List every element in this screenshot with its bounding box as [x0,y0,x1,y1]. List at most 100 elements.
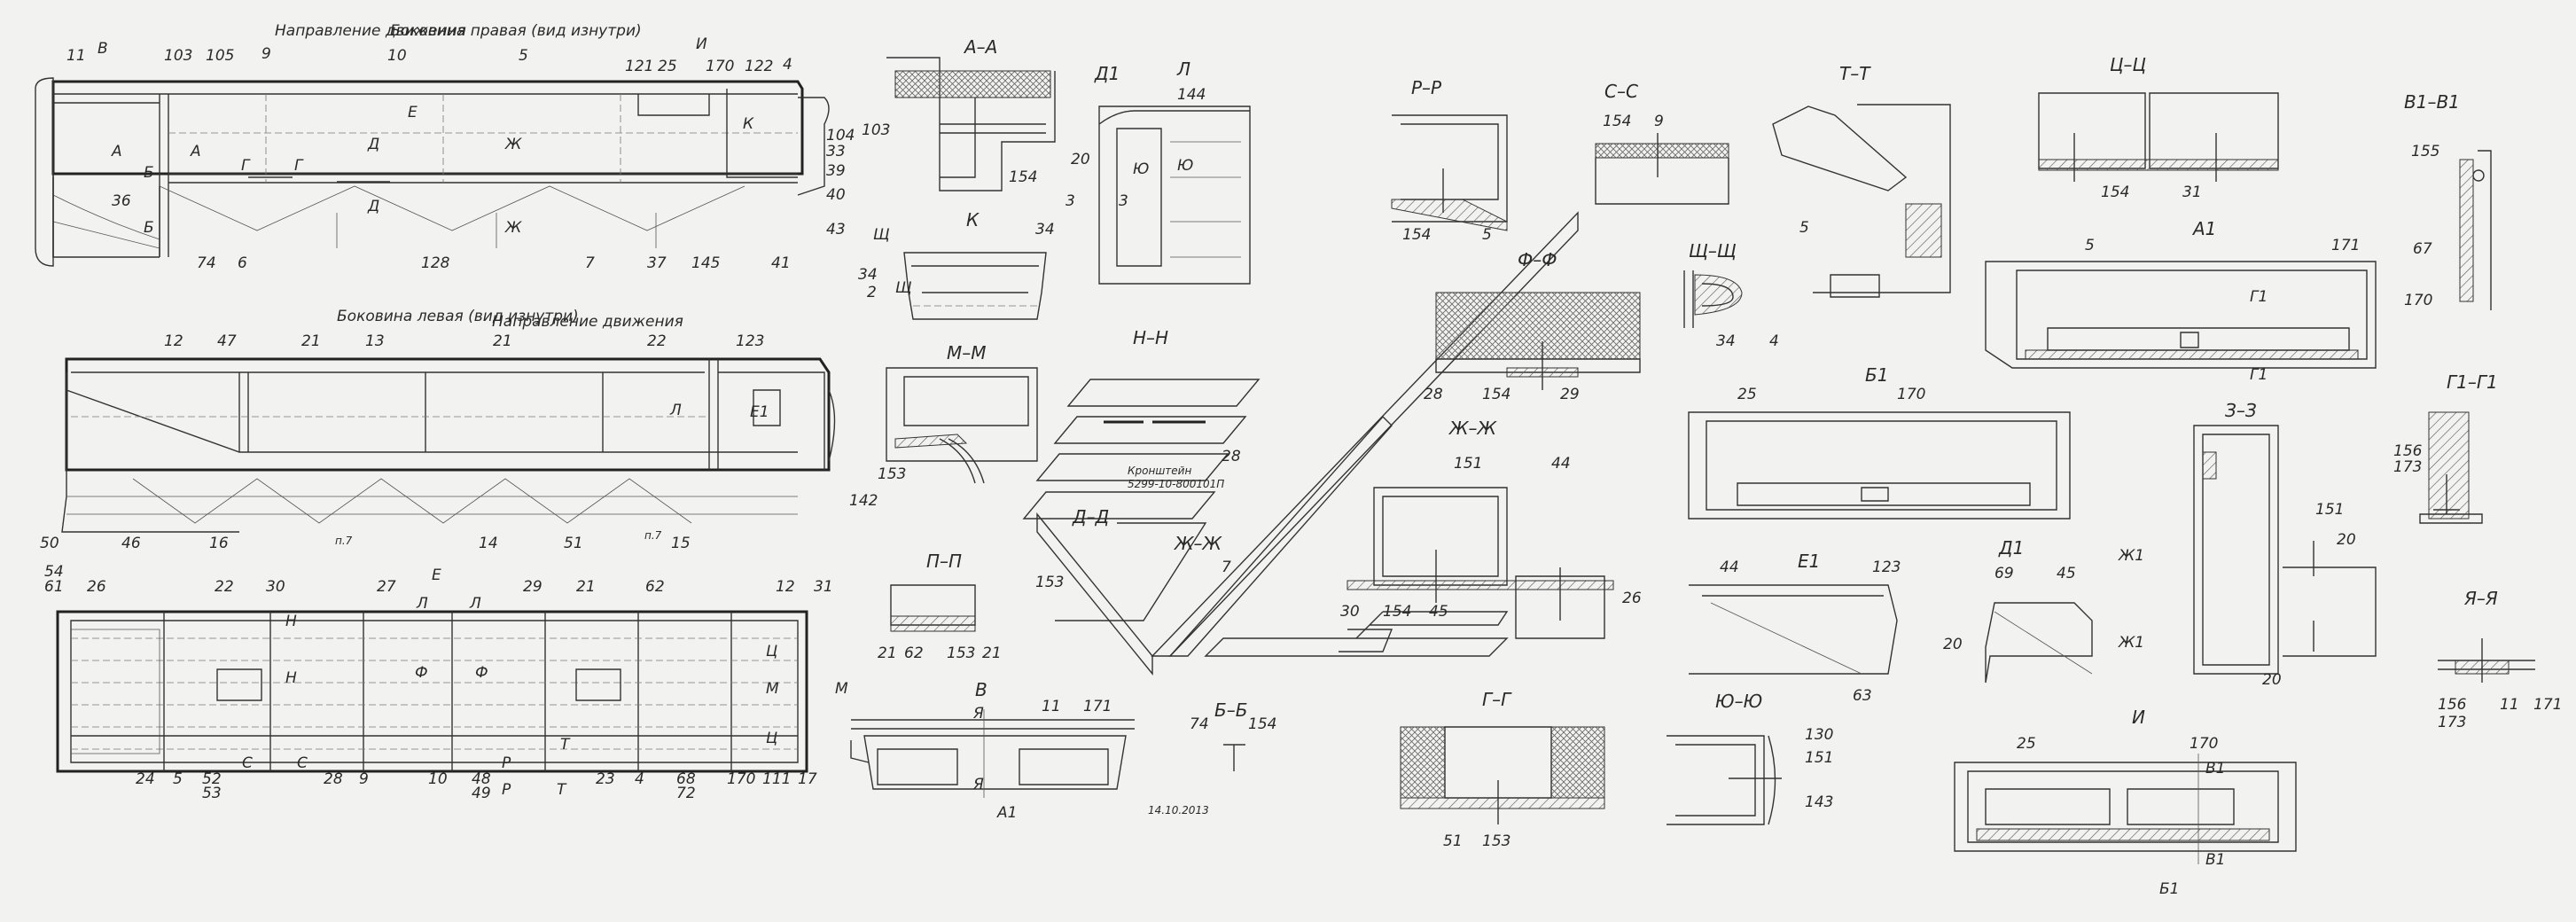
callout-label: 170 [1897,386,1925,403]
callout-label: 52 [202,770,222,788]
callout-label: 25 [2017,735,2036,753]
callout-label: 121 [625,58,653,75]
callout-label: Ж [504,219,522,237]
callout-label: В1 [2205,760,2225,777]
callout-label: Я [972,776,984,793]
callout-label: 50 [40,535,59,552]
view-D1b: Д1 69 45 Ж1 Ж1 20 [1943,537,2144,684]
callout-label: 20 [2337,531,2356,549]
callout-label: 170 [706,58,734,75]
callout-label: Е [408,104,418,121]
callout-label: А1 [2191,218,2216,239]
callout-label: 4 [635,770,644,788]
direction-caption: Направление движения [275,22,466,40]
callout-label: 123 [736,332,764,350]
callout-label: 155 [2411,143,2439,160]
callout-label: 154 [1009,168,1037,186]
callout-label: Е1 [750,403,769,421]
callout-label: Г–Г [1482,689,1512,710]
callout-label: С [242,754,253,772]
callout-label: 105 [206,47,234,65]
section-TsTs: Ц–Ц 154 31 [2038,54,2279,201]
callout-label: 20 [1943,636,1963,653]
callout-label: 173 [2438,714,2466,731]
callout-label: 21 [301,332,321,350]
callout-label: 45 [2057,565,2076,582]
callout-label: Ж–Ж [1173,533,1223,554]
callout-label: Г [294,157,304,175]
callout-label: 3 [1119,192,1128,210]
callout-label: Н [285,613,297,630]
callout-label: 11 [2500,696,2519,714]
callout-label: 40 [826,186,846,204]
callout-label: С–С [1604,81,1638,102]
callout-label: М [835,680,848,698]
callout-label: 153 [1482,832,1510,850]
callout-label: 154 [2101,184,2129,201]
callout-label: п.7 [644,529,662,542]
callout-label: 72 [676,785,696,802]
callout-label: 4 [1769,332,1779,350]
callout-label: 5 [1799,219,1809,237]
callout-label: 171 [2533,696,2562,714]
section-SS: С–С 154 9 [1595,81,1729,205]
callout-label: 51 [564,535,583,552]
callout-label: И [696,35,707,53]
callout-label: 28 [1424,386,1443,403]
callout-label: 36 [112,192,131,210]
callout-label: 61 [44,578,64,596]
callout-label: А–А [963,36,997,58]
callout-label: 9 [359,770,369,788]
section-RR: Р–Р 154 5 [1391,77,1508,244]
callout-label: 173 [2393,458,2422,476]
callout-label: 22 [215,578,234,596]
callout-label: 21 [493,332,512,350]
callout-label: 5 [519,47,528,65]
callout-label: 7 [1222,559,1231,576]
section-V1V1: В1–В1 155 67 170 [2404,91,2492,310]
callout-label: 29 [1560,386,1580,403]
callout-label: 111 [762,770,791,788]
callout-label: 54 [44,563,64,581]
callout-label: 4 [783,56,792,74]
view-D1-L: Д1 Л 144 20 3 3 Ю Ю [1066,59,1251,285]
callout-label: 27 [377,578,396,596]
callout-label: 151 [1454,455,1482,473]
callout-label: 21 [878,645,897,662]
callout-label: 34 [858,266,878,284]
view-I: И 25 170 В1 В1 Б1 [1954,707,2297,898]
section-GG: Г–Г 51 153 [1400,689,1605,850]
callout-label: 151 [2315,501,2344,519]
callout-label: 26 [1622,590,1642,607]
callout-label: 17 [798,770,817,788]
callout-label: 153 [878,465,906,483]
callout-label: Б–Б [1214,699,1247,721]
callout-label: 47 [217,332,237,350]
left-wall-caption: Боковина левая (вид изнутри) [337,308,579,325]
callout-label: 154 [1482,386,1510,403]
callout-label: 20 [1071,151,1090,168]
callout-label: Н–Н [1133,327,1168,348]
callout-label: 104 [826,127,855,145]
callout-label: В1–В1 [2404,91,2460,113]
callout-label: 154 [1248,715,1276,733]
callout-label: 2 [867,284,877,301]
callout-label: 21 [576,578,596,596]
callout-label: 25 [1737,386,1757,403]
callout-label: 151 [1805,749,1833,767]
callout-label: 39 [826,162,846,180]
callout-label: 153 [947,645,975,662]
callout-label: Г1 [2250,288,2268,306]
callout-label: 49 [472,785,491,802]
callout-label: Р [502,781,511,799]
callout-label: 62 [645,578,665,596]
callout-label: 7 [585,254,595,272]
callout-label: 28 [324,770,343,788]
callout-label: 130 [1805,726,1833,744]
callout-label: Е1 [1798,551,1820,572]
callout-label: 170 [727,770,755,788]
drawing-date: 14.10.2013 [1148,804,1209,817]
callout-label: Ц [766,643,777,660]
callout-label: 11 [1042,698,1061,715]
